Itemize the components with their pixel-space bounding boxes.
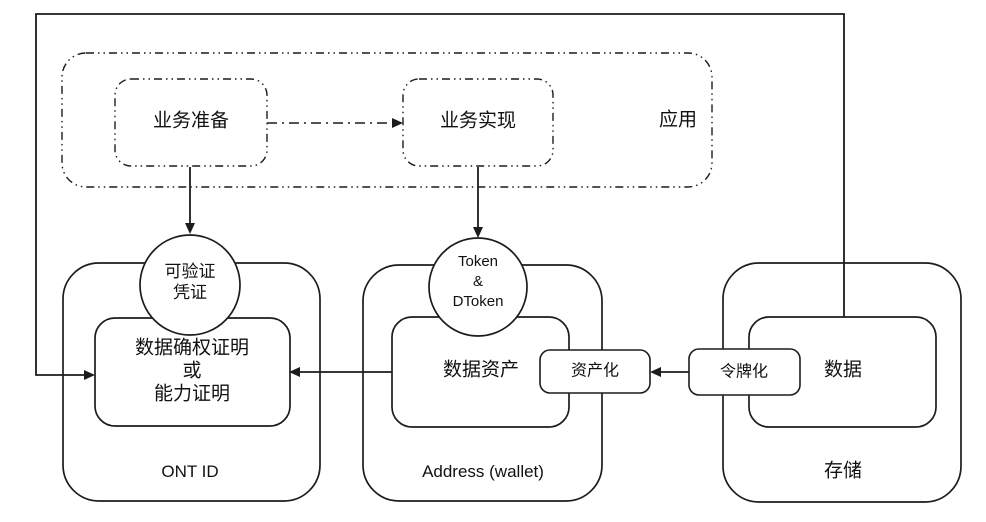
- verifiable-credential-circle: [139, 234, 241, 336]
- tokenize-label: 令牌化: [719, 363, 769, 381]
- ont-id-label: ONT ID: [161, 461, 219, 481]
- token-line1: Token: [457, 253, 499, 270]
- assetize-label: 资产化: [570, 362, 620, 380]
- ownership-proof-line3: 能力证明: [153, 383, 231, 405]
- verifiable-credential-label: 可验证 凭证: [165, 261, 216, 303]
- address-wallet-label: Address (wallet): [422, 461, 544, 481]
- ownership-proof-line2: 或: [182, 360, 202, 382]
- arrowhead-prepare-to-implement: [392, 118, 403, 128]
- business-implement-box: [402, 78, 554, 167]
- token-line3: DToken: [452, 293, 504, 310]
- ownership-proof-line1: 数据确权证明: [134, 337, 250, 359]
- application-label: 应用: [658, 109, 698, 131]
- application-container: [61, 52, 713, 188]
- token-dtoken-label: Token & DToken: [453, 252, 504, 312]
- verifiable-credential-line1: 可验证: [164, 262, 216, 281]
- arrowhead-implement-to-token: [473, 227, 483, 238]
- arrowhead-asset-to-proof: [289, 367, 300, 377]
- business-prepare-label: 业务准备: [152, 110, 230, 132]
- storage-label: 存储: [823, 460, 863, 482]
- data-asset-label: 数据资产: [442, 359, 520, 381]
- ownership-proof-label: 数据确权证明 或 能力证明: [135, 337, 249, 406]
- token-line2: &: [472, 273, 484, 290]
- business-prepare-box: [114, 78, 268, 167]
- arrowhead-prepare-to-credential: [185, 223, 195, 234]
- assetize-box: [539, 349, 651, 394]
- arrowhead-tokenize-to-assetize: [650, 367, 661, 377]
- data-label: 数据: [823, 359, 863, 381]
- verifiable-credential-line2: 凭证: [173, 283, 207, 302]
- connector-data-to-proof: [35, 13, 845, 376]
- arrowhead-connector-to-proof: [84, 370, 95, 380]
- business-implement-label: 业务实现: [439, 110, 517, 132]
